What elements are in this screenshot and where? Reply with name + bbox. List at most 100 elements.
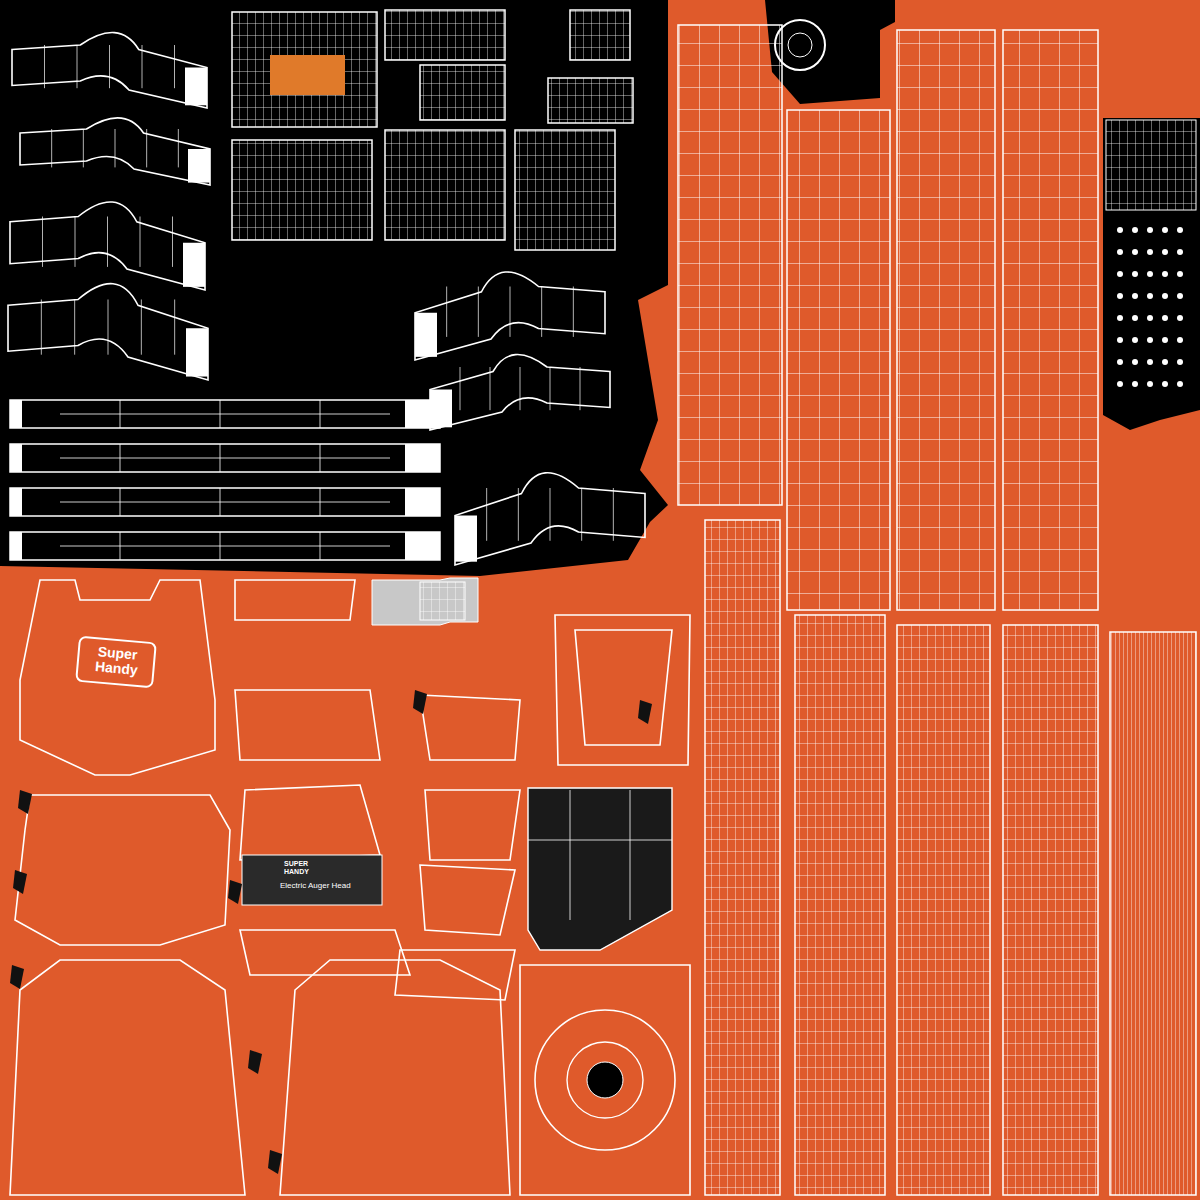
uv-bar-end xyxy=(405,444,440,472)
uv-tube xyxy=(20,118,210,185)
uv-dot xyxy=(1177,359,1183,365)
uv-tube-line xyxy=(174,45,175,88)
uv-outline xyxy=(520,965,690,1195)
uv-outline xyxy=(235,690,380,760)
uv-tube-line xyxy=(142,45,143,88)
uv-bar-line xyxy=(60,400,390,428)
uv-strip xyxy=(897,30,995,610)
uv-part xyxy=(232,140,372,240)
badge-border xyxy=(76,637,156,687)
uv-part xyxy=(515,130,615,250)
uv-fragment xyxy=(638,700,652,724)
uv-dot xyxy=(1132,315,1138,321)
dark-box-line xyxy=(528,790,672,920)
uv-tube-line xyxy=(520,367,521,410)
uv-tube xyxy=(415,272,605,360)
uv-tube-line xyxy=(460,367,461,410)
uv-bar-end xyxy=(10,400,22,428)
uv-tube xyxy=(8,284,208,380)
uv-bar-end xyxy=(10,488,22,516)
dark-region xyxy=(0,0,668,576)
uv-outline xyxy=(10,960,245,1195)
uv-dot xyxy=(1147,315,1153,321)
uv-outline xyxy=(15,795,230,945)
uv-dot xyxy=(1162,293,1168,299)
uv-tube-line xyxy=(573,287,574,337)
uv-strip xyxy=(678,25,782,505)
uv-tube-line xyxy=(178,129,179,167)
uv-dot xyxy=(1117,381,1123,387)
uv-tube-line xyxy=(74,300,75,355)
uv-dot xyxy=(1132,337,1138,343)
uv-bar xyxy=(10,400,440,428)
uv-outline xyxy=(425,790,520,860)
uv-dot xyxy=(1177,271,1183,277)
uv-dot xyxy=(1132,359,1138,365)
uv-fragment xyxy=(10,965,24,989)
label-text: SUPER HANDY xyxy=(284,860,324,875)
uv-dot xyxy=(1177,315,1183,321)
uv-dot xyxy=(1177,249,1183,255)
uv-tube-end xyxy=(415,313,437,357)
uv-dot xyxy=(1147,249,1153,255)
uv-tube-line xyxy=(510,287,511,337)
uv-outline xyxy=(420,695,520,760)
uv-dot xyxy=(1147,359,1153,365)
dark-region xyxy=(1103,118,1200,430)
uv-dot xyxy=(1147,271,1153,277)
uv-outline xyxy=(420,865,515,935)
uv-circle xyxy=(587,1062,623,1098)
uv-strip xyxy=(1003,30,1098,610)
dark-box xyxy=(528,788,672,950)
uv-outline xyxy=(240,785,380,860)
uv-tube-line xyxy=(115,129,116,167)
uv-dot xyxy=(1177,293,1183,299)
uv-strip xyxy=(787,110,890,610)
uv-outline xyxy=(20,580,215,775)
uv-bar xyxy=(10,488,440,516)
uv-tube-line xyxy=(41,300,42,355)
uv-tube-line xyxy=(141,300,142,355)
uv-dot xyxy=(1147,227,1153,233)
uv-tube-line xyxy=(580,367,581,410)
uv-strip xyxy=(795,615,885,1195)
uv-tube-line xyxy=(172,217,173,267)
uv-dot xyxy=(1117,293,1123,299)
uv-dot xyxy=(1177,337,1183,343)
uv-tube-line xyxy=(75,217,76,267)
uv-tube-line xyxy=(51,129,52,167)
uv-circle xyxy=(567,1042,643,1118)
uv-outline xyxy=(555,615,690,765)
uv-dot xyxy=(1117,359,1123,365)
uv-tube-line xyxy=(581,488,582,541)
uv-tube-end xyxy=(188,149,210,183)
uv-dot xyxy=(1177,227,1183,233)
uv-circle xyxy=(775,20,825,70)
uv-dot xyxy=(1162,227,1168,233)
uv-fragment xyxy=(268,1150,282,1174)
uv-part xyxy=(385,130,505,240)
uv-bar-end xyxy=(10,532,22,560)
uv-part xyxy=(1106,120,1196,210)
uv-tube xyxy=(430,355,610,430)
uv-fragment xyxy=(13,870,27,894)
uv-part xyxy=(548,78,633,123)
uv-tube-line xyxy=(486,488,487,541)
uv-tube-line xyxy=(77,45,78,88)
uv-tube xyxy=(10,202,205,290)
uv-dot xyxy=(1132,249,1138,255)
uv-dot xyxy=(1132,381,1138,387)
uv-circle xyxy=(788,33,812,57)
uv-dot xyxy=(1117,337,1123,343)
uv-tube-line xyxy=(83,129,84,167)
uv-fragment xyxy=(248,1050,262,1074)
uv-tube-line xyxy=(174,300,175,355)
uv-tube-line xyxy=(108,300,109,355)
uv-dot xyxy=(1132,227,1138,233)
uv-outline xyxy=(240,930,410,975)
uv-part xyxy=(232,12,377,127)
grey-panel xyxy=(372,578,478,625)
uv-bar-end xyxy=(10,444,22,472)
uv-dot xyxy=(1117,249,1123,255)
